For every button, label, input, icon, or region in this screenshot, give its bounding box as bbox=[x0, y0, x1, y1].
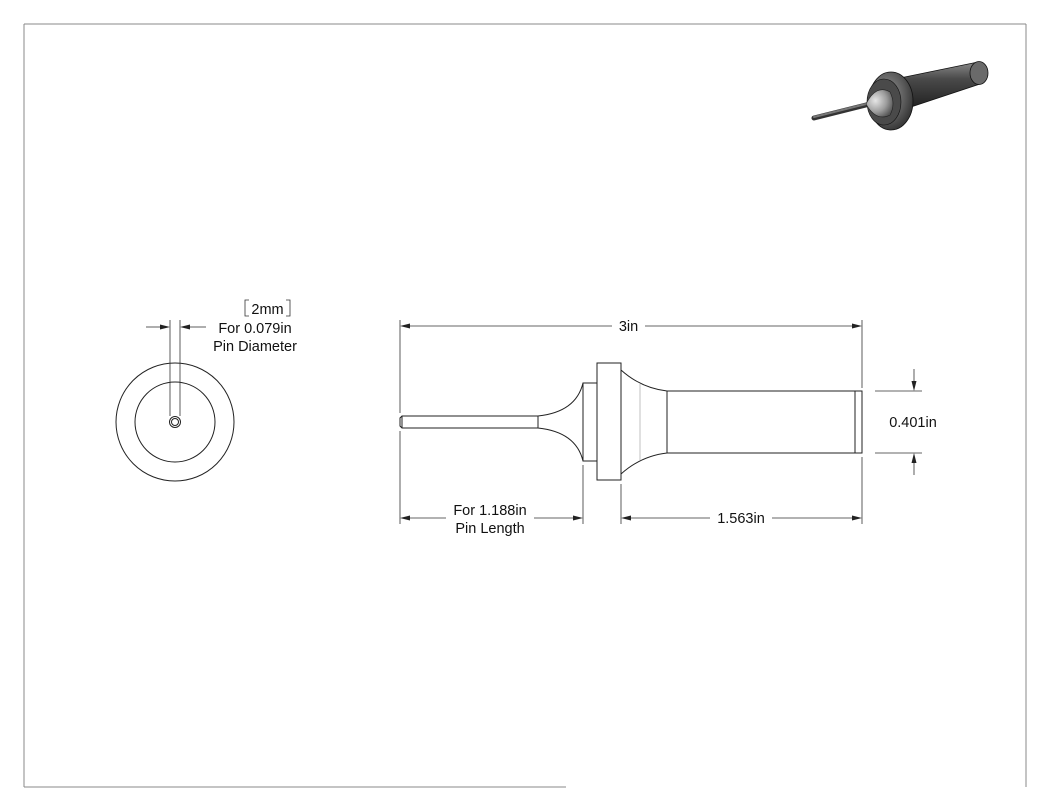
shank-length-label: 1.563in bbox=[717, 511, 765, 527]
iso-cone bbox=[865, 89, 894, 118]
front-pin-hole bbox=[169, 416, 181, 428]
side-pin bbox=[399, 415, 538, 429]
pin-diameter-label-line2: Pin Diameter bbox=[213, 339, 297, 355]
shank-diameter-label: 0.401in bbox=[889, 415, 937, 431]
side-collar bbox=[596, 362, 622, 481]
front-outer-circle bbox=[115, 362, 235, 482]
isometric-view bbox=[811, 61, 989, 131]
overall-length-dimension: 3in bbox=[399, 319, 863, 413]
pin-length-dimension: For 1.188in Pin Length bbox=[399, 431, 584, 537]
front-view: 2mm For 0.079in Pin Diameter bbox=[115, 299, 297, 482]
pin-diameter-dimension: 2mm For 0.079in Pin Diameter bbox=[146, 299, 297, 416]
front-pin-hole-inner bbox=[171, 418, 179, 426]
iso-shank bbox=[899, 61, 989, 111]
side-shank bbox=[666, 390, 863, 454]
pin-diameter-metric-label: 2mm bbox=[251, 302, 283, 318]
sheet-border bbox=[23, 23, 1027, 788]
pin-length-label-line2: Pin Length bbox=[455, 521, 524, 537]
shank-length-dimension: 1.563in bbox=[620, 457, 863, 527]
iso-pin bbox=[811, 101, 873, 121]
pin-diameter-label-line1: For 0.079in bbox=[218, 321, 291, 337]
pin-length-label-line1: For 1.188in bbox=[453, 503, 526, 519]
side-view: 3in 0.401in For 1.188in Pin Length bbox=[399, 319, 937, 537]
overall-length-label: 3in bbox=[619, 319, 638, 335]
front-inner-circle bbox=[134, 381, 216, 463]
shank-diameter-dimension: 0.401in bbox=[875, 369, 937, 475]
side-rear-fillet bbox=[620, 369, 668, 475]
side-step bbox=[582, 382, 598, 462]
side-front-cone bbox=[537, 382, 584, 462]
